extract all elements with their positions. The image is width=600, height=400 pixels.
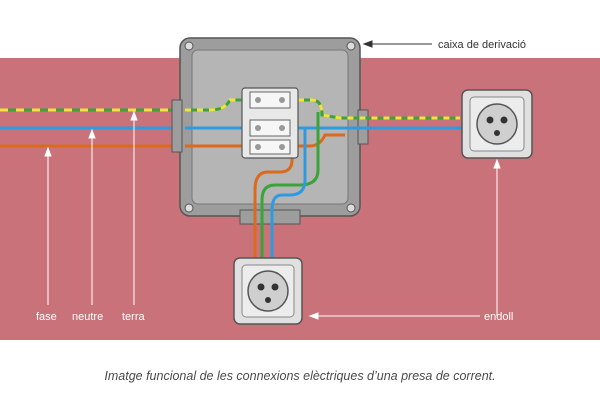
figure-caption: Imatge funcional de les connexions elèct… [104,369,496,383]
terminal-block-icon [241,87,299,159]
wire-callouts [44,110,138,305]
label-fase: fase [36,311,57,323]
box-internal-wires [185,98,470,262]
label-neutre: neutre [72,311,103,323]
socket-callout [308,158,501,320]
wall-socket-right-icon [461,89,533,159]
label-junction-box: caixa de derivació [438,39,526,51]
label-terra: terra [122,311,146,323]
junction-box-callout [362,40,432,48]
wall-socket-bottom-icon [233,257,303,325]
label-socket: endoll [484,311,513,323]
